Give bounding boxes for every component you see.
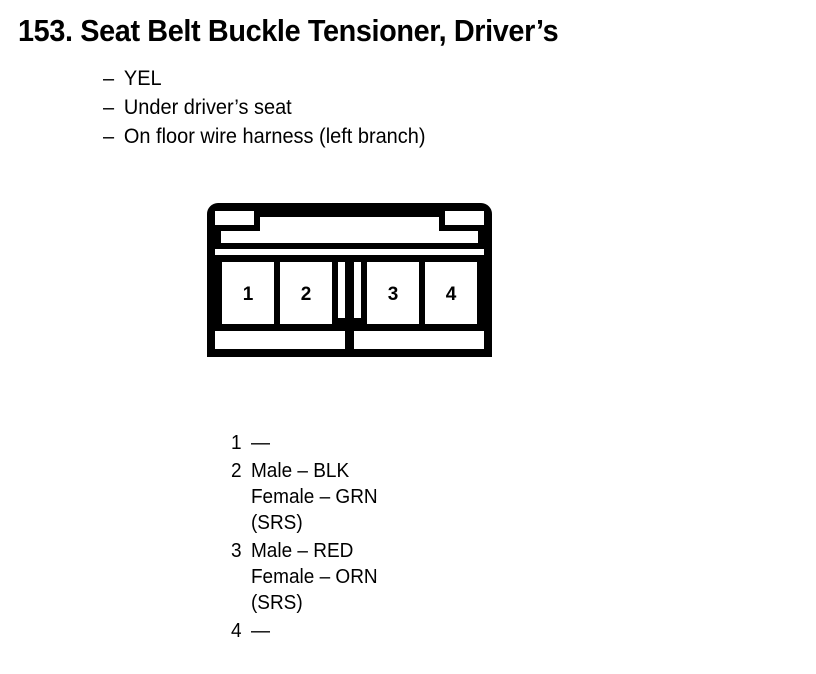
legend-pin-description: Male – BLK Female – GRN (SRS) [251,458,378,536]
page-title: 153. Seat Belt Buckle Tensioner, Driver’… [18,13,559,48]
detail-list: –YEL –Under driver’s seat –On floor wire… [103,64,425,151]
legend-entry-2: 2 Male – BLK Female – GRN (SRS) [231,458,378,536]
center-slot-left [338,262,348,318]
cavity-opening-1 [222,262,274,324]
cavity-opening-3 [367,262,419,324]
pin-legend: 1 — 2 Male – BLK Female – GRN (SRS) 3 Ma… [231,430,378,646]
legend-line: (SRS) [250,592,303,614]
legend-entry-1: 1 — [231,430,378,456]
list-item: –Under driver’s seat [103,93,425,122]
legend-pin-description: — [251,618,378,644]
legend-entry-3: 3 Male – RED Female – ORN (SRS) [231,538,378,616]
legend-pin-number: 4 [231,620,242,642]
legend-pin-number: 3 [231,540,242,562]
center-keying-tab [345,255,354,349]
legend-line: — [250,620,270,642]
legend-line: — [250,432,270,454]
list-item-label: Under driver’s seat [123,96,292,119]
list-item-label: On floor wire harness (left branch) [123,125,426,148]
center-slot-right [354,262,361,318]
lower-field-left [222,336,345,349]
list-item: –On floor wire harness (left branch) [103,122,425,151]
dash-marker: – [103,125,115,148]
connector-drawing: 1 2 3 4 [207,203,492,357]
legend-entry-4: 4 — [231,618,378,644]
connector-notch-band [215,211,484,249]
legend-line: Female – ORN [250,566,378,588]
cavity-opening-4 [425,262,477,324]
list-item: –YEL [103,64,425,93]
dash-marker: – [103,67,115,90]
cavity-label-3: 3 [388,284,399,305]
cavity-label-2: 2 [301,284,312,305]
dash-marker: – [103,96,115,119]
lower-field-right [354,336,477,349]
cavity-label-1: 1 [243,284,254,305]
legend-pin-description: — [251,430,378,456]
legend-pin-number: 1 [231,432,242,454]
legend-line: Male – RED [250,540,354,562]
legend-line: Male – BLK [250,460,350,482]
cavity-opening-2 [280,262,332,324]
connector-diagram: 1 2 3 4 [207,203,493,358]
cavity-label-4: 4 [446,284,457,305]
legend-pin-description: Male – RED Female – ORN (SRS) [251,538,378,616]
legend-line: (SRS) [250,512,303,534]
legend-line: Female – GRN [250,486,378,508]
list-item-label: YEL [123,67,162,90]
legend-pin-number: 2 [231,460,242,482]
